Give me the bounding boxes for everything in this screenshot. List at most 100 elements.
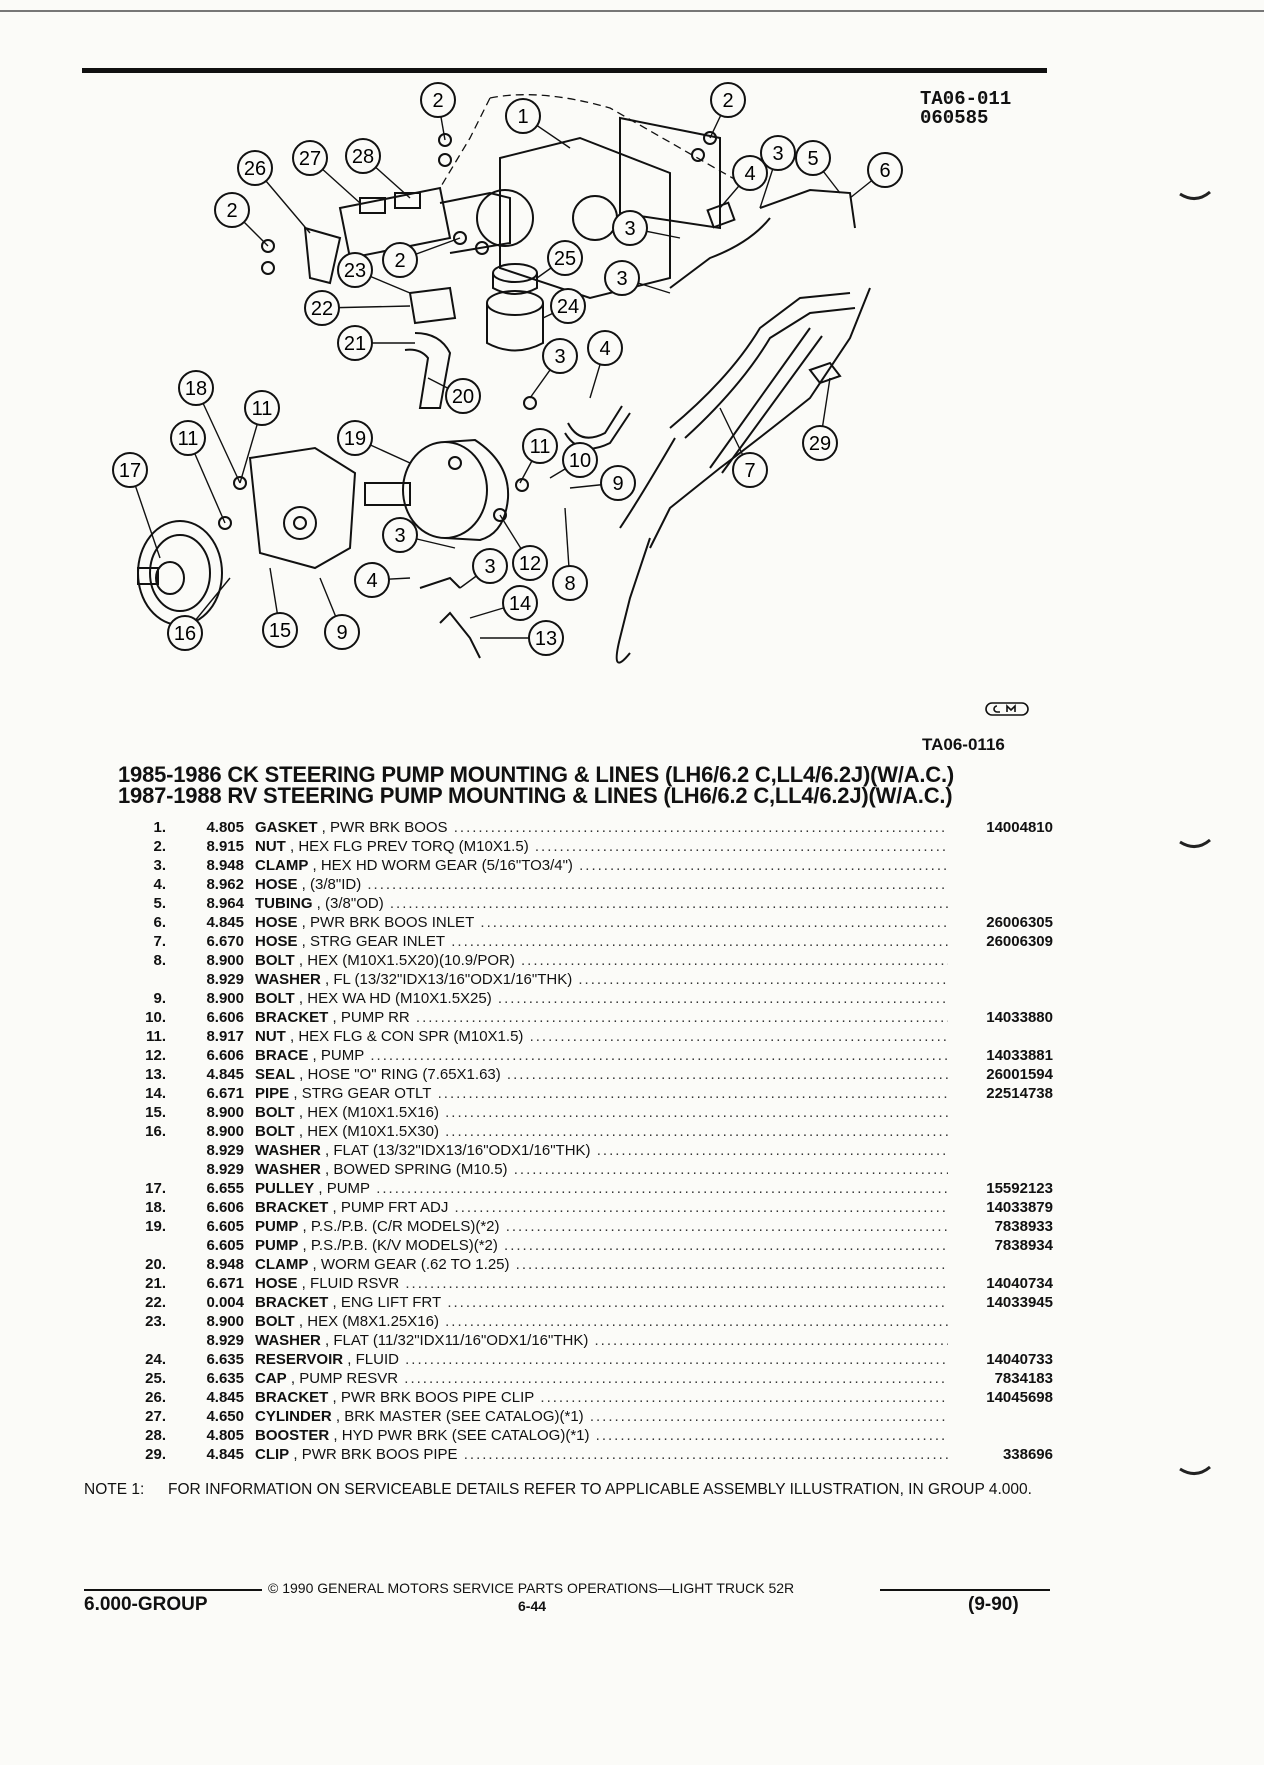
callout-number: 3: [394, 525, 405, 547]
part-description: HOSE , FLUID RSVR ......................…: [255, 1275, 948, 1292]
callout-bubble: 11: [522, 428, 558, 464]
item-number: 21.: [145, 1275, 166, 1292]
item-number: 18.: [145, 1199, 166, 1216]
part-number: 14033880: [986, 1009, 1053, 1026]
callout-number: 7: [744, 460, 755, 482]
callout-bubble: 1: [505, 98, 541, 134]
item-number: 27.: [145, 1408, 166, 1425]
heading-line-2: 1987-1988 RV STEERING PUMP MOUNTING & LI…: [118, 783, 953, 808]
callout-bubble: 4: [587, 330, 623, 366]
part-name: PUMP: [255, 1237, 299, 1254]
part-description: BOLT , HEX (M8X1.25X16) ................…: [255, 1313, 948, 1330]
callout-bubble: 11: [244, 390, 280, 426]
part-name: BOLT: [255, 1123, 295, 1140]
item-number: 28.: [145, 1427, 166, 1444]
part-detail: HEX (M10X1.5X20)(10.9/POR): [307, 952, 515, 969]
callout-number: 4: [366, 570, 377, 592]
part-detail: P.S./P.B. (C/R MODELS)(*2): [310, 1218, 500, 1235]
group-number: 6.655: [206, 1180, 244, 1197]
part-description: HOSE , STRG GEAR INLET .................…: [255, 933, 948, 950]
part-description: SEAL , HOSE "O" RING (7.65X1.63) .......…: [255, 1066, 948, 1083]
callout-bubble: 2: [382, 242, 418, 278]
page-number: 6-44: [518, 1598, 547, 1614]
part-number: 7838933: [994, 1218, 1053, 1235]
callout-bubble: 3: [472, 548, 508, 584]
group-number: 4.805: [206, 819, 244, 836]
callout-bubble: 10: [562, 442, 598, 478]
callout-bubble: 3: [760, 135, 796, 171]
callout-number: 3: [624, 218, 635, 240]
group-number: 6.671: [206, 1275, 244, 1292]
callout-number: 24: [557, 296, 579, 318]
part-number: 7838934: [994, 1237, 1053, 1254]
part-description: BRACKET , PUMP RR ......................…: [255, 1009, 948, 1026]
callout-bubble: 22: [304, 290, 340, 326]
part-name: SEAL: [255, 1066, 296, 1083]
callout-number: 4: [744, 163, 755, 185]
part-description: CYLINDER , BRK MASTER (SEE CATALOG)(*1) …: [255, 1408, 948, 1425]
part-detail: FLAT (11/32"IDX11/16"ODX1/16"THK): [333, 1332, 589, 1349]
part-name: PUMP: [255, 1218, 299, 1235]
part-description: HOSE , (3/8"ID) ........................…: [255, 876, 948, 893]
part-name: BOLT: [255, 990, 295, 1007]
part-name: BRACKET: [255, 1389, 329, 1406]
part-number: 26006305: [986, 914, 1053, 931]
group-number: 6.671: [206, 1085, 244, 1102]
part-detail: P.S./P.B. (K/V MODELS)(*2): [310, 1237, 498, 1254]
heading-line-1: 1985-1986 CK STEERING PUMP MOUNTING & LI…: [118, 762, 955, 787]
callout-number: 27: [299, 148, 321, 170]
part-number: 338696: [1002, 1446, 1053, 1463]
part-description: BOLT , HEX (M10X1.5X16) ................…: [255, 1104, 948, 1121]
part-detail: FL (13/32"IDX13/16"ODX1/16"THK): [333, 971, 573, 988]
group-number: 8.929: [206, 1161, 244, 1178]
part-detail: HEX HD WORM GEAR (5/16"TO3/4"): [320, 857, 573, 874]
item-number: 19.: [145, 1218, 166, 1235]
part-number: 15592123: [986, 1180, 1053, 1197]
callout-number: 2: [432, 90, 443, 112]
item-number: 2.: [153, 838, 166, 855]
part-detail: FLAT (13/32"IDX13/16"ODX1/16"THK): [333, 1142, 591, 1159]
group-number: 8.915: [206, 838, 244, 855]
group-number: 6.605: [206, 1218, 244, 1235]
part-detail: PWR BRK BOOS PIPE: [301, 1446, 458, 1463]
item-number: 15.: [145, 1104, 166, 1121]
callout-number: 28: [352, 146, 374, 168]
part-detail: HEX FLG & CON SPR (M10X1.5): [298, 1028, 524, 1045]
binder-clip-mark-icon: [1179, 1465, 1211, 1475]
figure-code: TA06-0116: [922, 735, 1005, 754]
top-border-line: [0, 10, 1264, 12]
group-number: 8.948: [206, 857, 244, 874]
item-number: 22.: [145, 1294, 166, 1311]
part-number: 14033879: [986, 1199, 1053, 1216]
part-detail: PWR BRK BOOS: [330, 819, 448, 836]
group-number: 8.964: [206, 895, 244, 912]
gm-logo-icon: [985, 702, 1029, 716]
part-detail: PUMP FRT ADJ: [340, 1199, 449, 1216]
item-number: 3.: [153, 857, 166, 874]
item-number: 11.: [145, 1028, 166, 1045]
callout-number: 11: [178, 428, 199, 450]
group-number: 8.929: [206, 1332, 244, 1349]
part-description: WASHER , BOWED SPRING (M10.5) ..........…: [255, 1161, 948, 1178]
part-name: WASHER: [255, 1161, 321, 1178]
group-number: 8.962: [206, 876, 244, 893]
footer-date: (9-90): [968, 1594, 1019, 1615]
callout-number: 8: [564, 573, 575, 595]
part-detail: HEX (M10X1.5X30): [307, 1123, 439, 1140]
item-number: 29.: [145, 1446, 166, 1463]
item-number: 26.: [145, 1389, 166, 1406]
group-number: 6.635: [206, 1351, 244, 1368]
note-label: NOTE 1:: [84, 1481, 145, 1498]
item-number: 24.: [145, 1351, 166, 1368]
group-number: 6.605: [206, 1237, 244, 1254]
callout-bubble: 5: [795, 140, 831, 176]
